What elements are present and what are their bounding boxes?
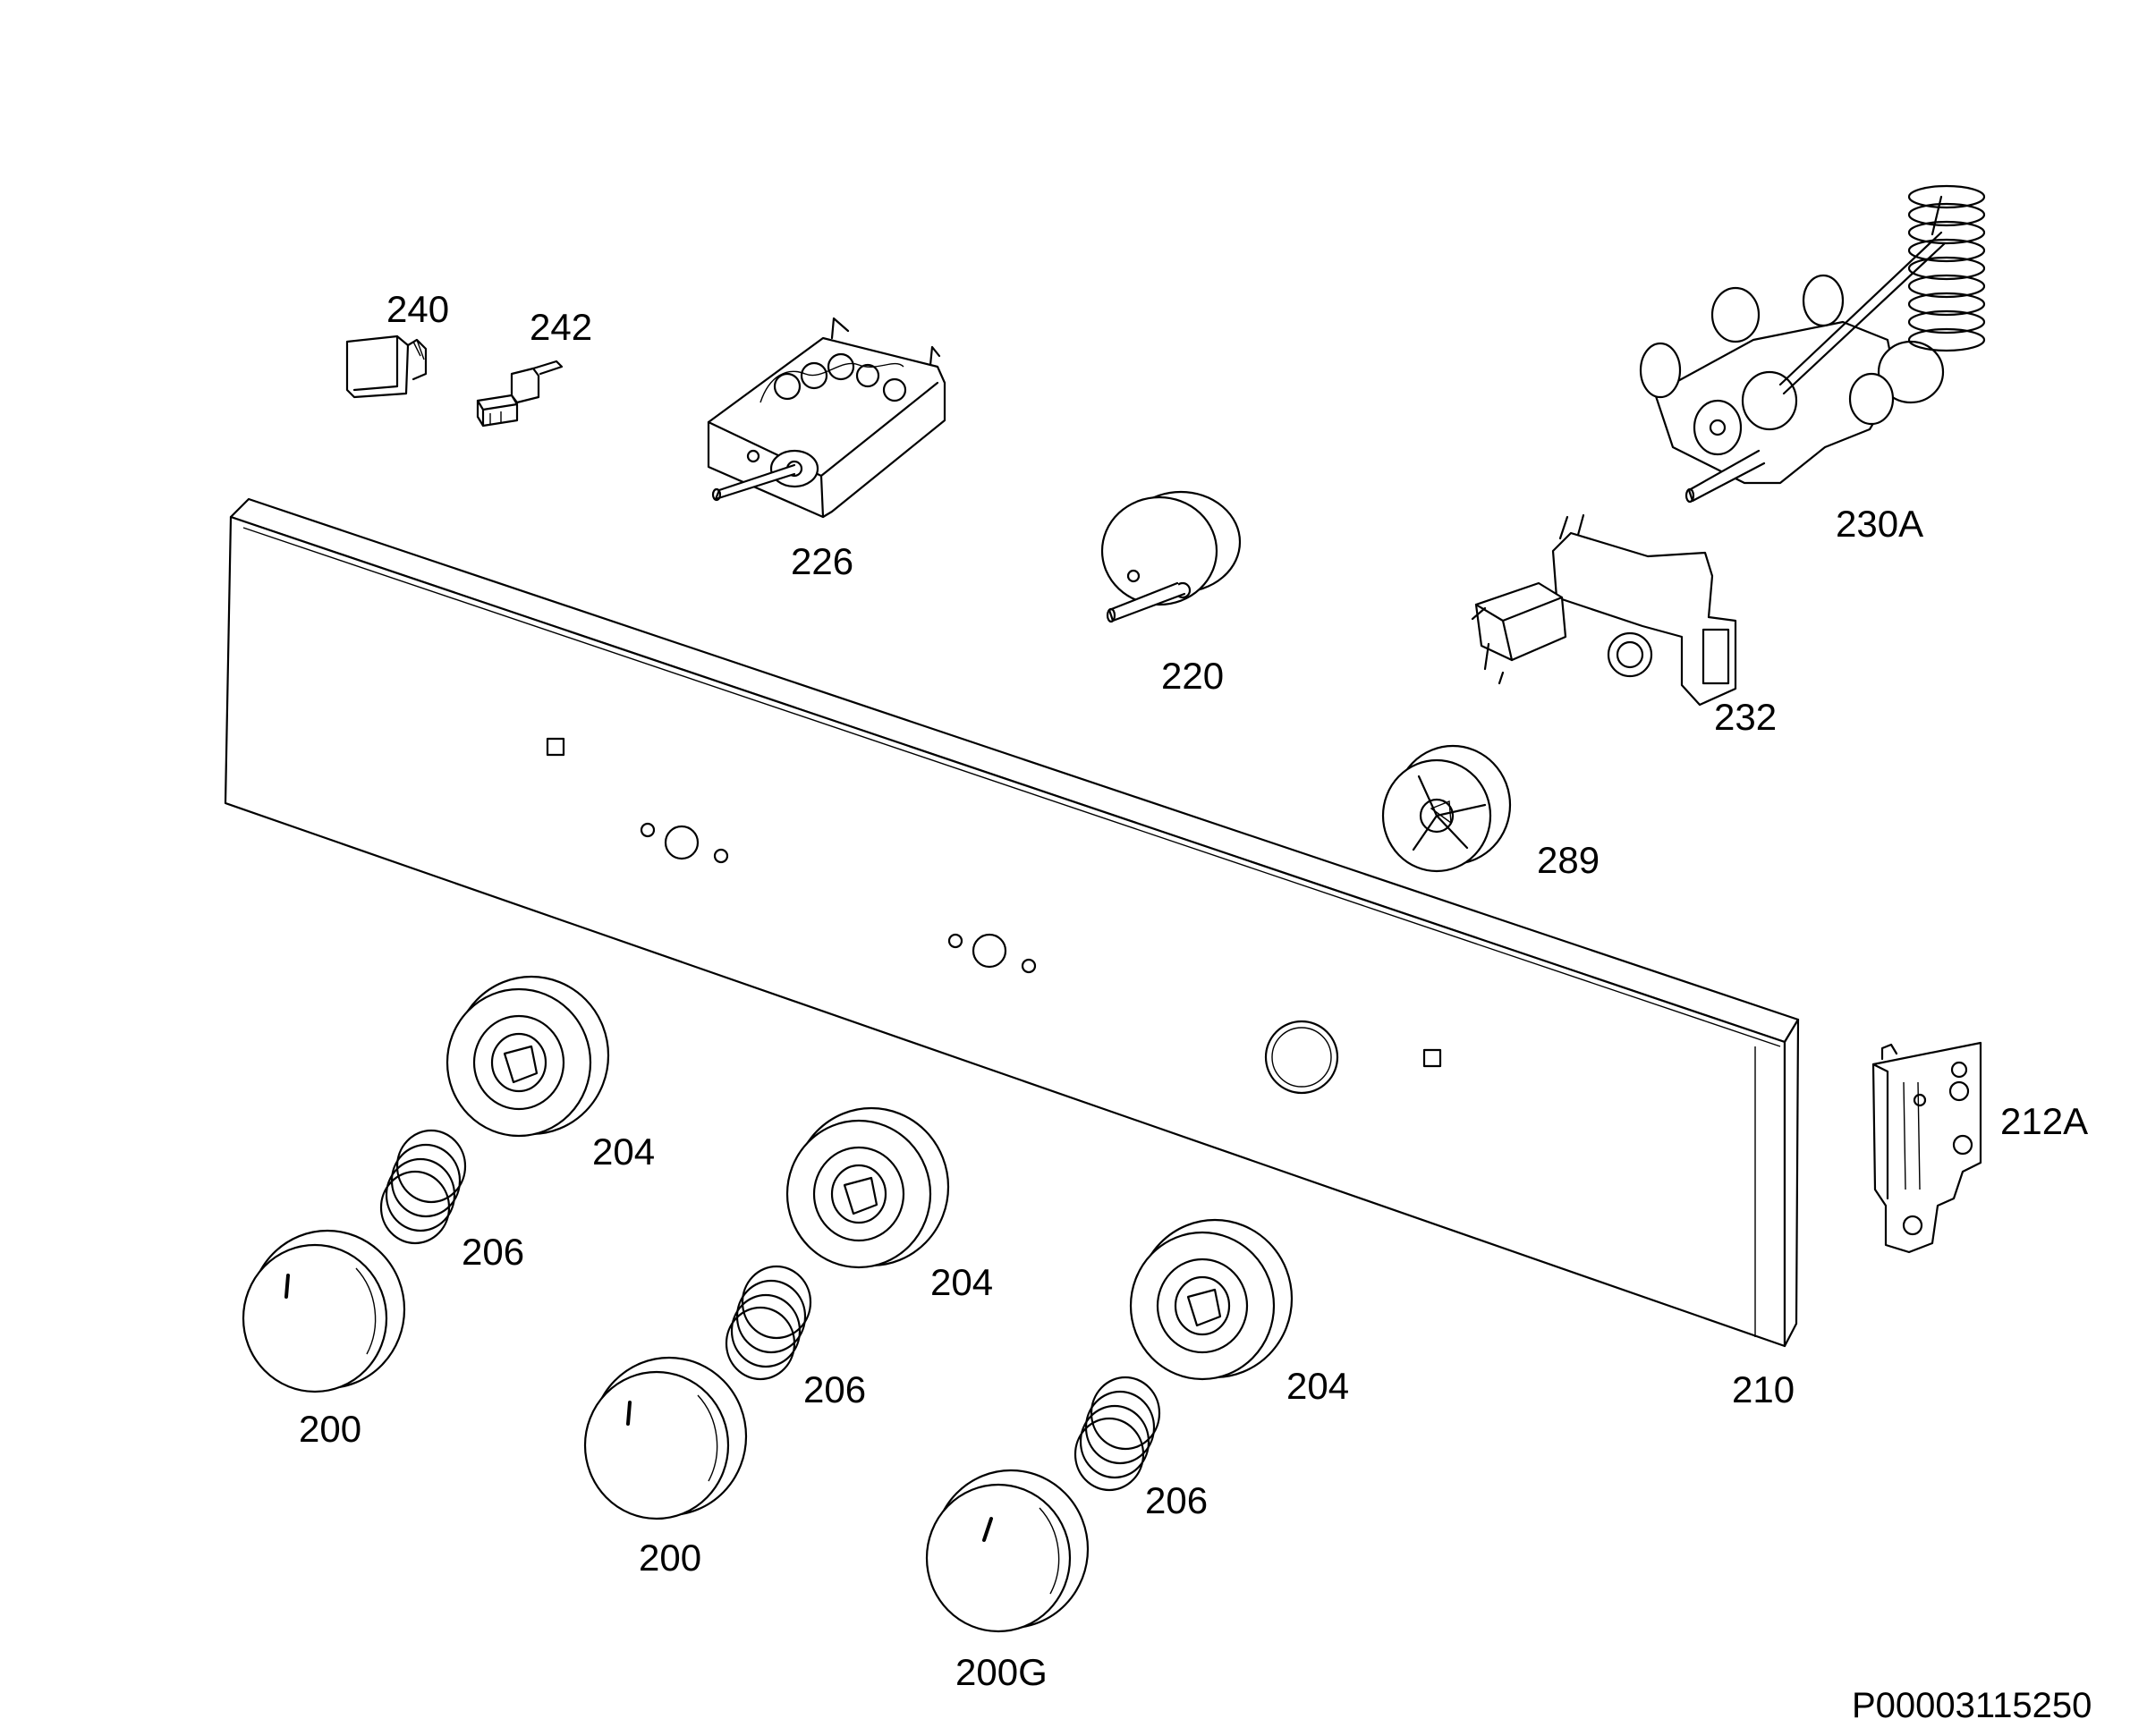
spring-206-b [725,1265,812,1381]
document-id: P00003115250 [1852,1686,2092,1725]
bezel-204-b [785,1106,950,1269]
knob-200-a [242,1229,406,1393]
capillary-coil [1907,184,1986,352]
knob-200g [925,1469,1090,1633]
control-panel-210 [224,497,1800,1348]
switch-242 [476,360,564,428]
bezel-204-c [1129,1218,1294,1381]
microswitch-232 [1471,513,1737,707]
bracket-212a [1871,1041,1982,1254]
callout-200g: 200G [955,1651,1048,1693]
bezel-204-a [446,975,610,1138]
callout-204-a: 204 [592,1131,655,1173]
knob-200-b [583,1356,748,1520]
gas-tap-230a [1639,184,1986,504]
callout-210: 210 [1732,1368,1795,1410]
callout-204-c: 204 [1286,1365,1349,1407]
spring-206-c [1074,1376,1161,1492]
callout-230a: 230A [1836,503,1923,545]
spring-206-a [379,1129,467,1245]
callout-220: 220 [1161,655,1224,697]
callout-206-b: 206 [803,1368,866,1410]
callout-212a: 212A [2000,1100,2088,1142]
callout-206-c: 206 [1145,1479,1208,1521]
callout-204-b: 204 [930,1261,993,1303]
callout-289: 289 [1537,839,1600,881]
callout-206-a: 206 [462,1231,524,1273]
callout-242: 242 [530,306,592,348]
indicator-lamp-240 [345,334,428,399]
knob-insert-289 [1381,744,1512,873]
callout-200-b: 200 [639,1537,701,1579]
callout-200-a: 200 [299,1408,361,1450]
callout-240: 240 [386,288,449,330]
thermostat-220 [1100,490,1242,623]
callout-232: 232 [1714,696,1777,738]
callout-226: 226 [791,540,853,582]
selector-switch-226 [707,317,946,519]
